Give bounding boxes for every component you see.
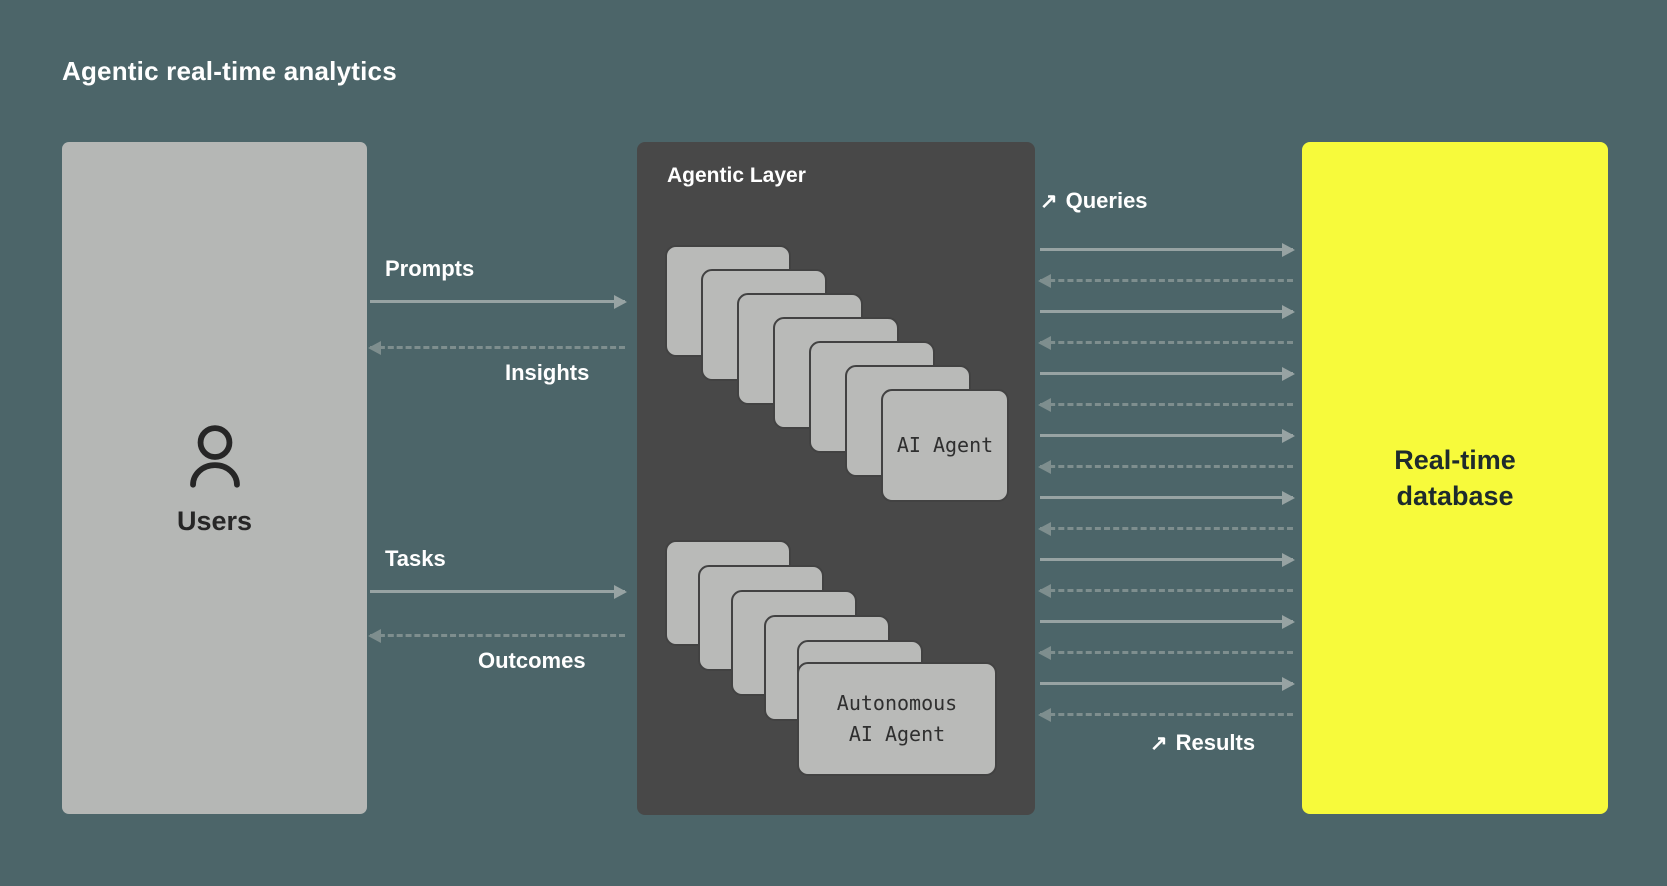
agentic-layer-title: Agentic Layer [667, 164, 806, 187]
prompts-label: Prompts [385, 256, 475, 281]
database-box: Real-time database [1302, 142, 1608, 814]
insights-arrow [368, 341, 625, 355]
agentic-layer-box: Agentic Layer AI Agent Autonomous AI Agen… [637, 142, 1035, 815]
query-arrow [1040, 553, 1295, 567]
result-arrow [1038, 398, 1293, 412]
result-arrow [1038, 708, 1293, 722]
database-label-line1: Real-time [1394, 444, 1516, 475]
query-arrow [1040, 305, 1295, 319]
insights-label: Insights [505, 360, 590, 385]
database-label-line2: database [1396, 481, 1514, 511]
queries-text: Queries [1065, 188, 1148, 213]
tasks-arrow [370, 585, 627, 599]
query-arrow [1040, 429, 1295, 443]
prompts-arrow [370, 295, 627, 309]
user-icon [189, 424, 240, 488]
result-arrow [1038, 646, 1293, 660]
users-label: Users [176, 505, 253, 536]
ai-agent-stack-front-card: AI Agent [881, 389, 1009, 502]
results-label: ↗ Results [1150, 730, 1255, 756]
diagram-title: Agentic real-time analytics [62, 56, 397, 86]
outcomes-arrow [368, 629, 625, 643]
autonomous-ai-agent-stack: Autonomous AI Agent [637, 142, 1035, 815]
users-box: Users [62, 142, 367, 814]
outcomes-label: Outcomes [478, 648, 586, 673]
agent-card-label: AI Agent [896, 433, 994, 457]
autonomous-ai-agent-stack-front-card: Autonomous AI Agent [797, 662, 997, 776]
result-arrow [1038, 522, 1293, 536]
query-arrow [1040, 367, 1295, 381]
arrow-up-right-icon: ↗ [1040, 189, 1058, 213]
result-arrow [1038, 274, 1293, 288]
query-arrow [1040, 615, 1295, 629]
result-arrow [1038, 336, 1293, 350]
result-arrow [1038, 460, 1293, 474]
query-arrow [1040, 243, 1295, 257]
exchange-arrows [1038, 243, 1295, 722]
arrow-up-right-icon: ↗ [1150, 731, 1168, 755]
query-arrow [1040, 677, 1295, 691]
result-arrow [1038, 584, 1293, 598]
results-text: Results [1175, 730, 1256, 755]
query-arrow [1040, 491, 1295, 505]
tasks-label: Tasks [385, 546, 446, 571]
agent-card-label: AI Agent [848, 722, 946, 746]
queries-label: ↗ Queries [1040, 188, 1148, 214]
database-label: Real-time database [1394, 442, 1516, 515]
agent-card-label: Autonomous [836, 691, 958, 715]
ai-agent-stack: AI Agent [637, 142, 1035, 815]
